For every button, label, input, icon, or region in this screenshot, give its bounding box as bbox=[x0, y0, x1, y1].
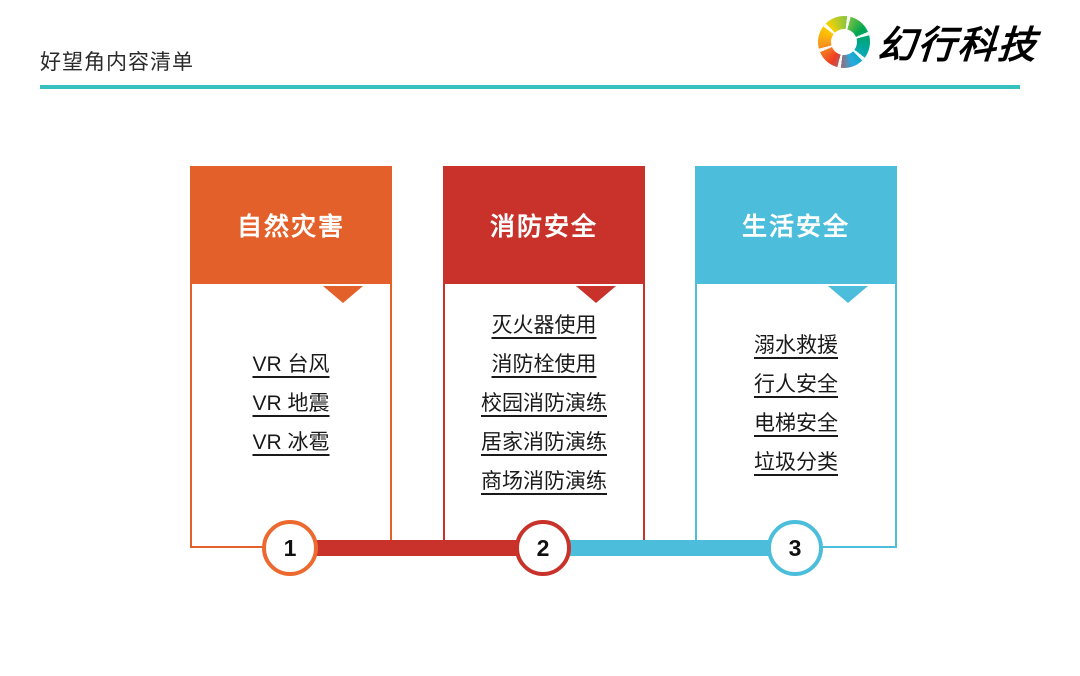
connector-bar-2-3 bbox=[543, 540, 795, 556]
list-item[interactable]: 溺水救援 bbox=[754, 333, 838, 357]
page-title: 好望角内容清单 bbox=[40, 50, 194, 74]
list-item[interactable]: 灭火器使用 bbox=[491, 314, 597, 337]
category-header: 生活安全 bbox=[695, 166, 897, 284]
header-notch bbox=[828, 286, 868, 303]
list-item[interactable]: 商场消防演练 bbox=[481, 470, 607, 493]
header-notch bbox=[323, 286, 363, 303]
list-item[interactable]: VR 地震 bbox=[252, 392, 330, 415]
list-item[interactable]: 消防栓使用 bbox=[491, 353, 597, 376]
list-item[interactable]: 行人安全 bbox=[754, 372, 838, 396]
list-item[interactable]: 居家消防演练 bbox=[481, 431, 607, 454]
swirl-logo-icon bbox=[817, 15, 870, 68]
category-item-list: VR 台风 VR 地震 VR 冰雹 bbox=[192, 284, 390, 546]
header-divider bbox=[40, 85, 1020, 89]
category-header: 自然灾害 bbox=[190, 166, 392, 284]
step-circle-1: 1 bbox=[262, 520, 318, 576]
category-title: 自然灾害 bbox=[236, 213, 345, 241]
list-item[interactable]: 电梯安全 bbox=[754, 411, 838, 435]
step-number: 2 bbox=[536, 534, 550, 561]
step-circle-3: 3 bbox=[767, 520, 823, 576]
company-name: 幻行科技 bbox=[876, 23, 1040, 67]
category-item-list: 溺水救援 行人安全 电梯安全 垃圾分类 bbox=[697, 284, 895, 546]
list-item[interactable]: 校园消防演练 bbox=[481, 392, 607, 415]
list-item[interactable]: 垃圾分类 bbox=[754, 450, 838, 474]
category-title: 生活安全 bbox=[741, 213, 850, 241]
category-card-natural-disaster: 自然灾害 VR 台风 VR 地震 VR 冰雹 bbox=[190, 166, 392, 548]
connector-bar-1-2 bbox=[290, 540, 543, 556]
category-item-list: 灭火器使用 消防栓使用 校园消防演练 居家消防演练 商场消防演练 bbox=[445, 284, 643, 546]
category-title: 消防安全 bbox=[489, 213, 598, 241]
category-header: 消防安全 bbox=[443, 166, 645, 284]
step-circle-2: 2 bbox=[515, 520, 571, 576]
list-item[interactable]: VR 冰雹 bbox=[252, 431, 330, 454]
header-notch bbox=[576, 286, 616, 303]
step-number: 3 bbox=[788, 534, 802, 561]
company-logo: 幻行科技 bbox=[817, 14, 1040, 69]
category-card-fire-safety: 消防安全 灭火器使用 消防栓使用 校园消防演练 居家消防演练 商场消防演练 bbox=[443, 166, 645, 548]
category-card-life-safety: 生活安全 溺水救援 行人安全 电梯安全 垃圾分类 bbox=[695, 166, 897, 548]
step-number: 1 bbox=[283, 534, 297, 561]
list-item[interactable]: VR 台风 bbox=[252, 353, 330, 376]
